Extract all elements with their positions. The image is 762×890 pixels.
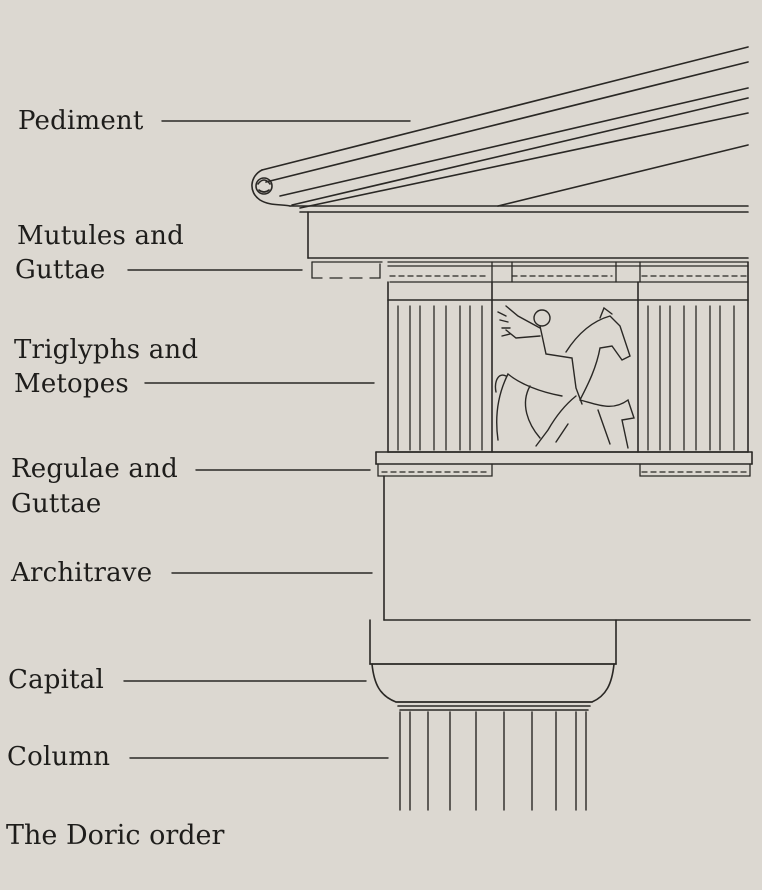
lion-head-spout (255, 177, 273, 195)
label-mutules-line2: Guttae (15, 255, 106, 285)
figure-caption: The Doric order (6, 820, 225, 851)
label-pediment: Pediment (18, 106, 144, 136)
label-triglyphs-line2: Metopes (14, 369, 129, 399)
cornice-drawing (289, 205, 749, 259)
column-shaft-drawing (399, 711, 587, 811)
label-mutules-line1: Mutules and (17, 221, 184, 251)
frieze-drawing (387, 261, 749, 453)
label-architrave: Architrave (11, 558, 153, 588)
mutules-drawing (311, 261, 749, 283)
architrave-drawing (383, 475, 751, 621)
metope-rider-relief (494, 305, 635, 449)
label-triglyphs-line1: Triglyphs and (14, 335, 199, 365)
label-regulae-line2: Guttae (11, 489, 102, 519)
label-column: Column (7, 742, 111, 772)
capital-drawing (369, 619, 617, 711)
label-capital: Capital (8, 665, 105, 695)
pediment-drawing (251, 46, 749, 209)
regulae-drawing (375, 451, 753, 477)
label-regulae-line1: Regulae and (11, 454, 178, 484)
leader-lines (123, 120, 411, 759)
